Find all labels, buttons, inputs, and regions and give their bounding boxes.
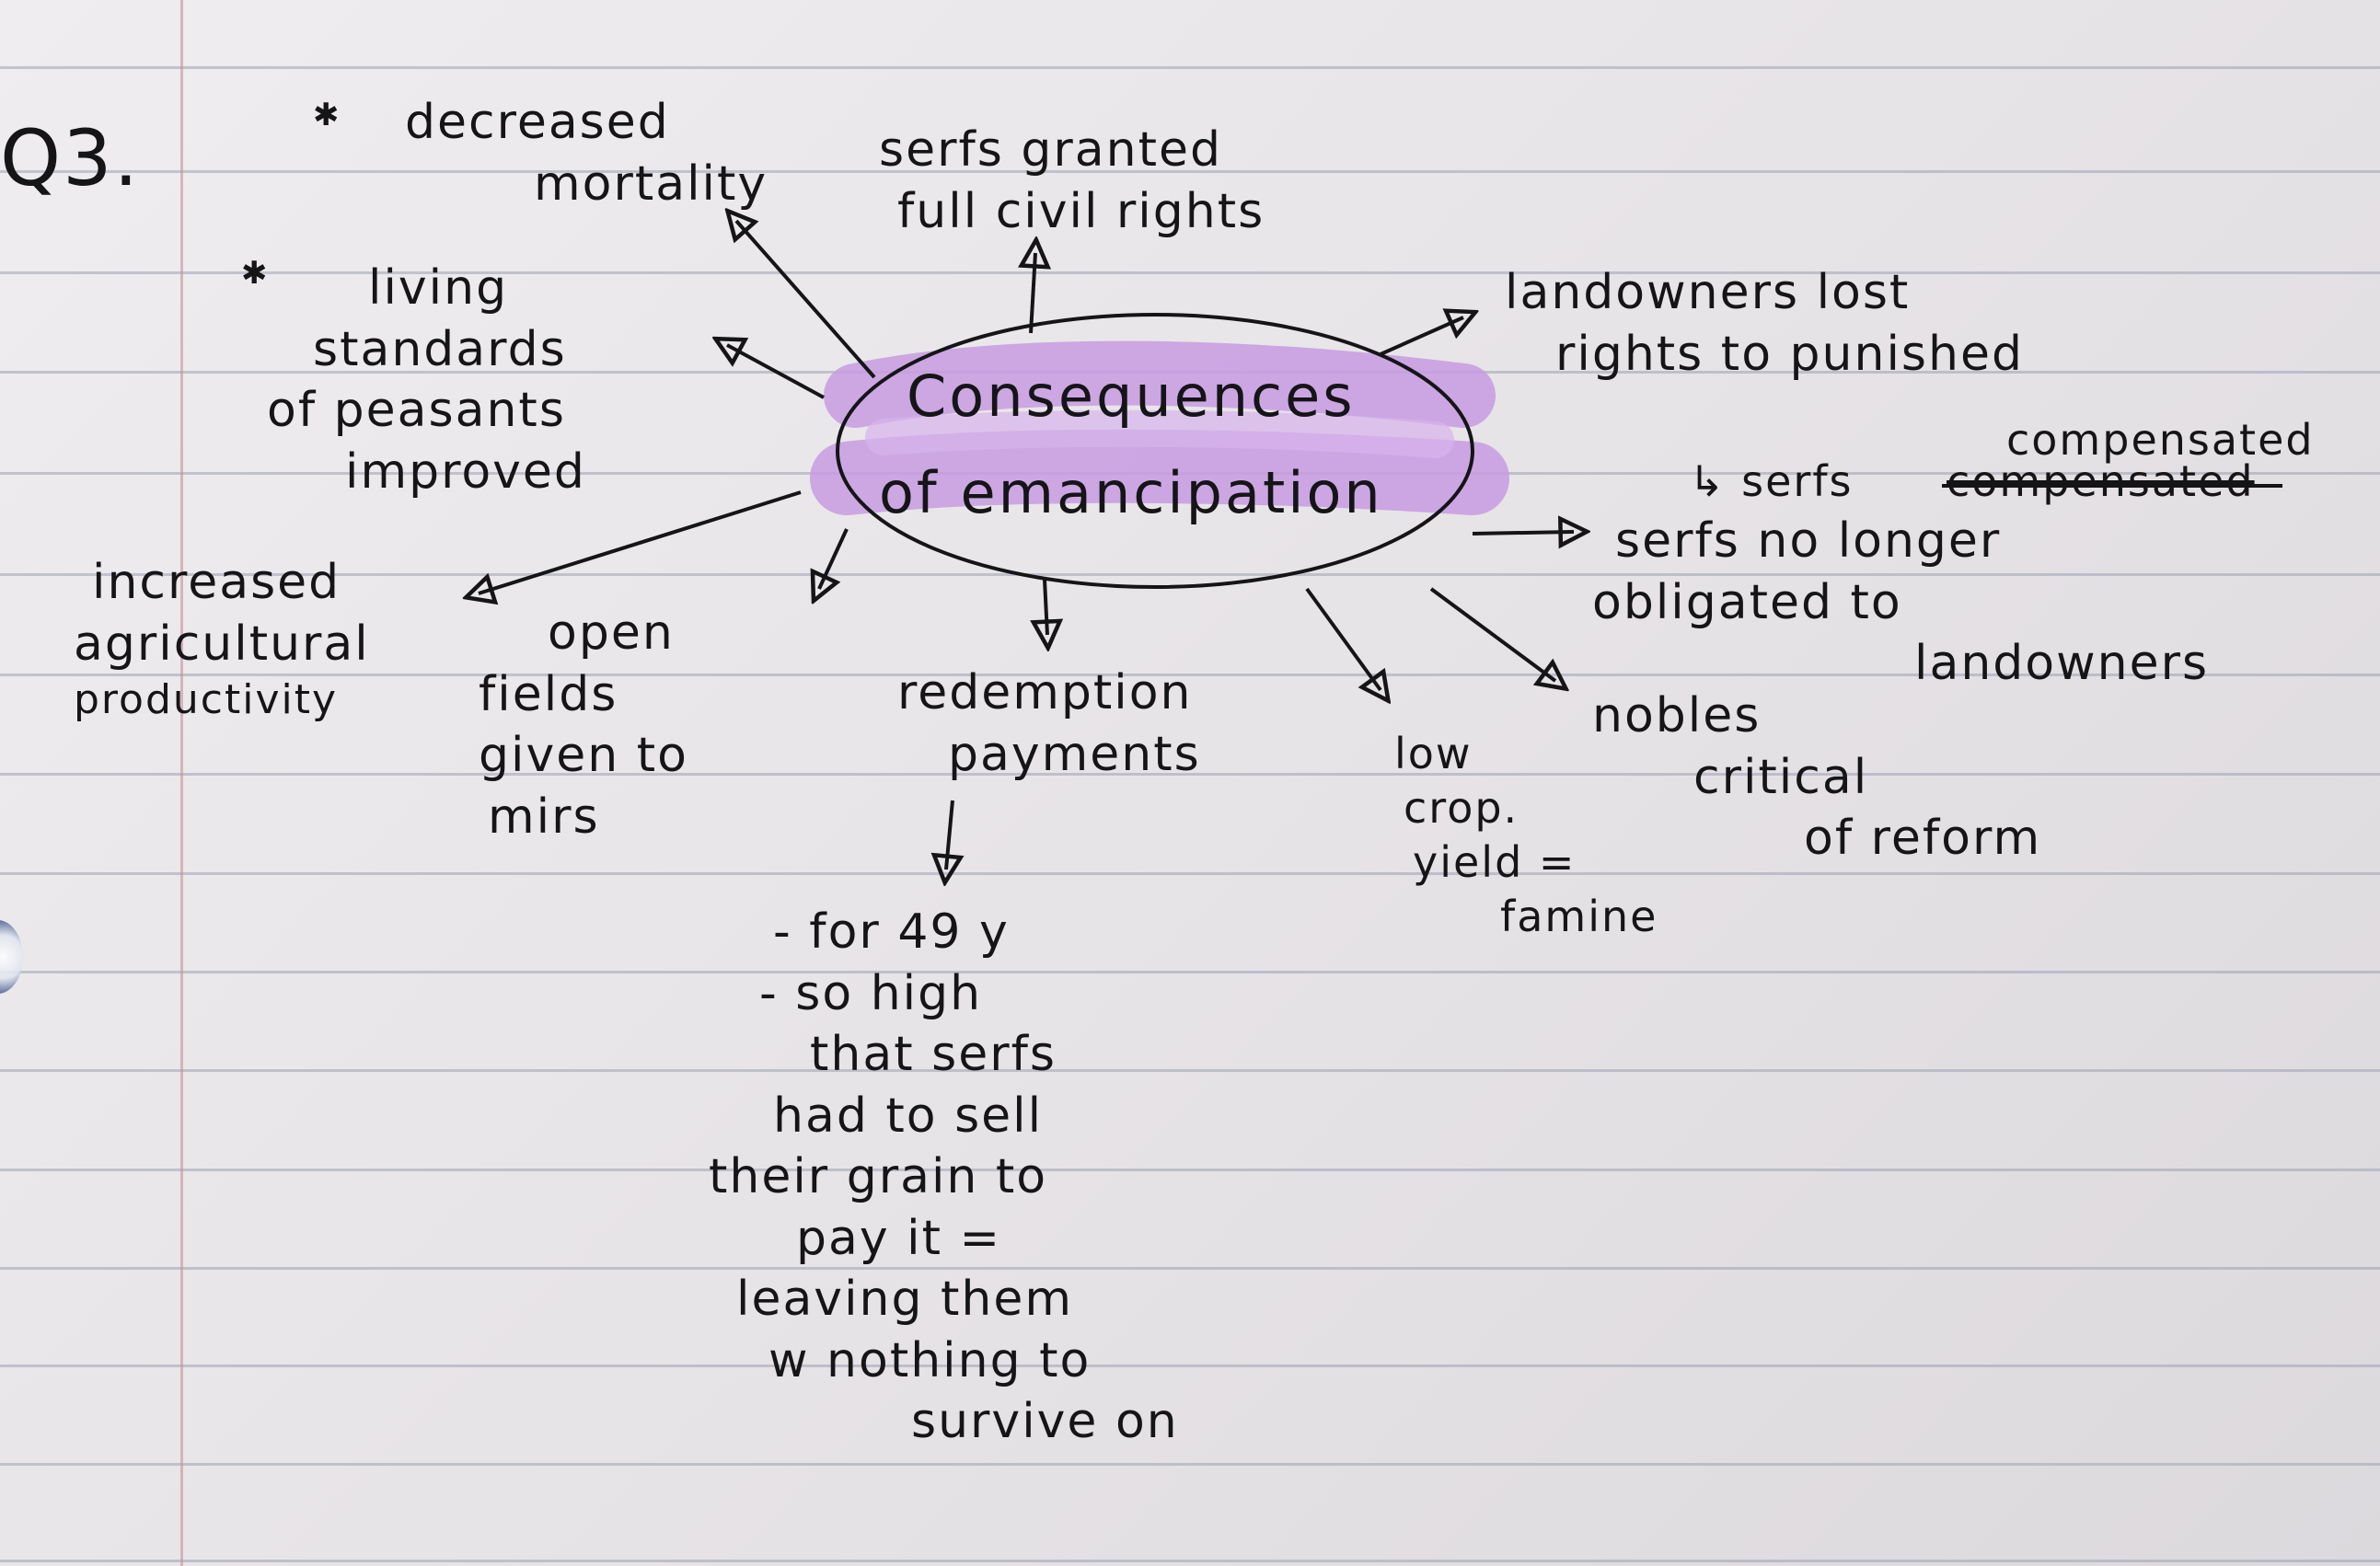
ruled-line: [0, 573, 2380, 576]
arrow-to-low-crop: [1305, 587, 1381, 690]
node-text: full civil rights: [897, 183, 1265, 239]
node-text: had to sell: [773, 1088, 1044, 1144]
ruled-line: [0, 674, 2380, 676]
ruled-line: [0, 66, 2380, 69]
node-text: standards: [313, 321, 567, 377]
node-text: crop.: [1404, 782, 1519, 833]
node-decreased-mortality: decreased mortality: [405, 92, 768, 214]
node-text: living: [368, 260, 509, 316]
node-text: nobles: [1592, 688, 1762, 743]
highlighter-mark: [865, 409, 1454, 458]
node-text: mortality: [534, 155, 768, 212]
node-text: productivity: [74, 676, 339, 724]
node-text: obligated to: [1592, 574, 1902, 630]
arrow-to-agri: [479, 490, 802, 593]
ruled-line: [0, 271, 2380, 274]
node-text: decreased: [405, 95, 670, 150]
node-redemption-payments: redemption payments: [897, 662, 1201, 785]
node-text: given to: [479, 728, 688, 784]
highlighter-mark: [824, 340, 1496, 428]
node-text: their grain to: [709, 1149, 1048, 1205]
node-serfs-compensated-correction: compensated: [2006, 415, 2315, 465]
ruled-line: [0, 1364, 2380, 1367]
arrow-redemption-details: [946, 800, 953, 869]
node-text: - so high: [759, 965, 983, 1021]
node-text: leaving them: [736, 1272, 1074, 1328]
ruled-line: [0, 1169, 2380, 1171]
center-title-line1: Consequences: [907, 363, 1356, 430]
node-text: famine: [1500, 891, 1658, 941]
node-redemption-details: - for 49 y - so high that serfs had to s…: [709, 902, 1179, 1453]
node-text: payments: [948, 726, 1201, 782]
node-text: of reform: [1804, 811, 2042, 867]
ruled-line: [0, 1267, 2380, 1270]
ruled-line: [0, 1069, 2380, 1072]
center-ellipse: [836, 313, 1474, 589]
node-low-crop-yield: low crop. yield = famine: [1394, 727, 1658, 944]
arrow-to-landowners: [1380, 317, 1463, 356]
node-text: pay it =: [796, 1210, 1002, 1266]
ruled-line: [0, 1463, 2380, 1466]
bullet-star: ✱: [313, 97, 340, 133]
node-text: w nothing to: [768, 1332, 1092, 1388]
arrow-to-mortality: [736, 221, 876, 379]
node-landowners-lost-rights: landowners lost rights to punished: [1505, 262, 2024, 385]
question-label: Q3.: [0, 113, 141, 203]
node-text: landowners: [1914, 636, 2210, 692]
node-increased-agri: increased agricultural productivity: [74, 552, 370, 726]
node-text: that serfs: [810, 1027, 1057, 1083]
node-text: rights to punished: [1555, 326, 2024, 382]
node-text: redemption: [897, 665, 1193, 720]
node-text: - for 49 y: [773, 904, 1010, 960]
node-text: mirs: [488, 789, 600, 845]
node-serfs-compensated-struck: compensated: [1947, 456, 2255, 506]
ruled-line: [0, 773, 2380, 776]
node-text: yield =: [1413, 836, 1577, 887]
ruled-line: [0, 1560, 2380, 1562]
node-text: improved: [345, 443, 586, 500]
node-text: increased: [92, 555, 341, 610]
arrow-to-civil-rights: [1031, 253, 1035, 334]
arrow-to-no-longer: [1472, 532, 1574, 534]
node-text: fields: [479, 666, 618, 722]
node-text: survive on: [911, 1394, 1179, 1450]
highlighter-mark: [810, 429, 1509, 515]
arrow-to-redemption: [1045, 579, 1047, 635]
node-text: serfs no longer: [1615, 513, 2002, 569]
node-text: low: [1394, 729, 1473, 778]
node-open-fields: open fields given to mirs: [479, 603, 688, 847]
bullet-star: ✱: [241, 255, 268, 292]
node-text: open: [548, 605, 675, 661]
node-text: landowners lost: [1505, 265, 1911, 320]
ruled-line: [0, 971, 2380, 973]
node-serfs-civil-rights: serfs granted full civil rights: [879, 120, 1265, 242]
arrow-to-open-fields: [819, 528, 849, 589]
node-text: serfs granted: [879, 122, 1222, 178]
margin-line: [180, 0, 183, 1566]
node-text: of peasants: [267, 383, 566, 439]
node-text: critical: [1693, 749, 1869, 805]
arrow-to-living-standards: [727, 345, 825, 399]
center-title-line2: of emancipation: [879, 459, 1383, 526]
node-serfs-compensated-prefix: ↳ serfs: [1689, 456, 1854, 506]
ruled-line: [0, 170, 2380, 173]
arrow-to-nobles: [1429, 587, 1555, 681]
node-living-standards: living standards of peasants improved: [267, 258, 586, 502]
node-text: agricultural: [74, 616, 370, 672]
node-nobles-critical: nobles critical of reform: [1592, 685, 2041, 869]
node-serfs-no-longer: serfs no longer obligated to landowners: [1592, 511, 2209, 695]
ruled-line: [0, 872, 2380, 875]
